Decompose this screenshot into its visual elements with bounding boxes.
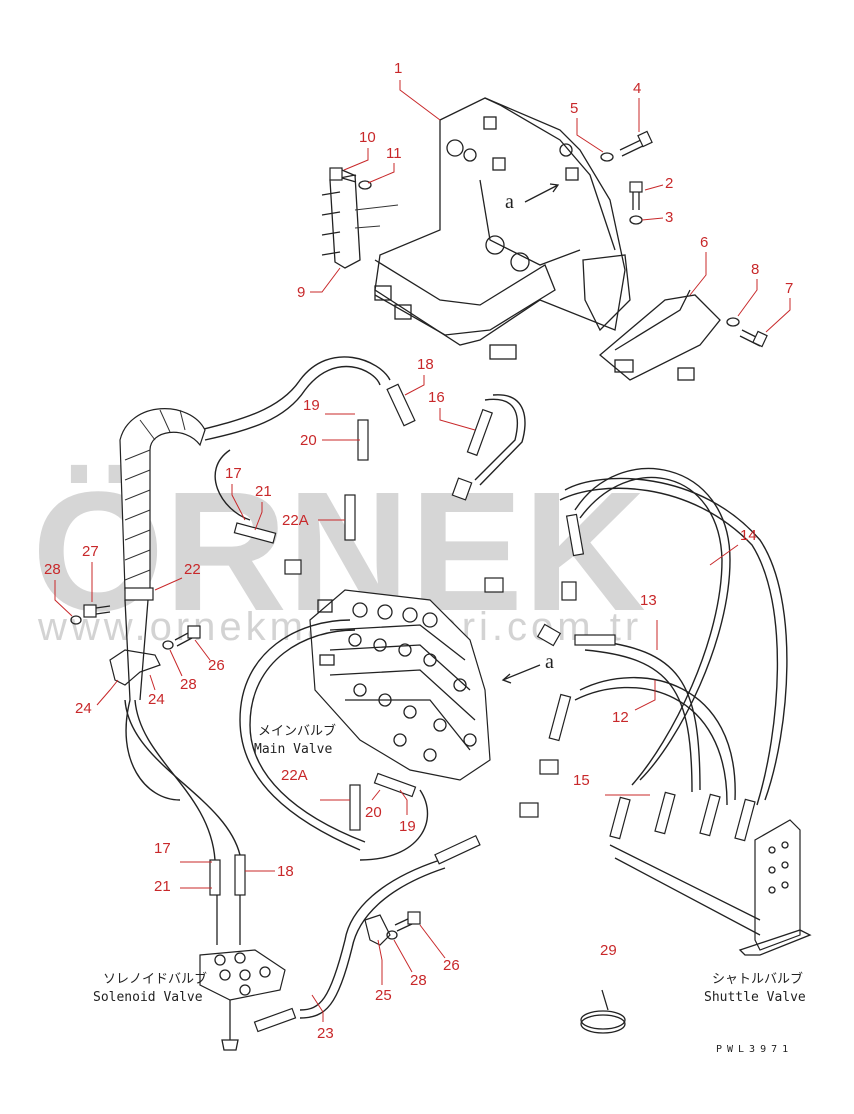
spiral-guard-22 <box>119 408 206 591</box>
bracket-plate-9 <box>321 174 399 269</box>
washer-28-left <box>70 615 82 625</box>
callout-29: 29 <box>600 942 617 959</box>
bracket-plate-6 <box>598 289 721 381</box>
callout-18-upper: 18 <box>417 356 434 373</box>
fittings <box>209 383 616 1033</box>
callout-9: 9 <box>297 284 305 301</box>
washer-5 <box>600 152 614 162</box>
callout-17-lower: 17 <box>154 840 171 857</box>
callout-24-left: 24 <box>75 700 92 717</box>
main-bracket <box>374 97 631 360</box>
clamp-25 <box>364 914 391 946</box>
callout-11: 11 <box>386 145 402 162</box>
bolt-26-lower <box>394 911 421 932</box>
callout-4: 4 <box>633 80 641 97</box>
shuttle-valve-label-en: Shuttle Valve <box>704 990 806 1005</box>
clamp-24 <box>109 587 161 701</box>
bolt-2 <box>629 181 643 210</box>
callout-19-lower: 19 <box>399 818 416 835</box>
callout-20-upper: 20 <box>300 432 317 449</box>
callout-18-lower: 18 <box>277 863 294 880</box>
bolt-4 <box>619 130 653 157</box>
callout-13: 13 <box>640 592 657 609</box>
callout-21-lower: 21 <box>154 878 171 895</box>
callout-27: 27 <box>82 543 99 560</box>
drawing-code: PWL3971 <box>716 1044 793 1055</box>
callout-28-lower: 28 <box>410 972 427 989</box>
callout-22: 22 <box>184 561 201 578</box>
callout-1: 1 <box>394 60 402 77</box>
callout-7: 7 <box>785 280 793 297</box>
washer-28-lower <box>386 930 398 940</box>
callout-21-upper: 21 <box>255 483 272 500</box>
washer-8 <box>726 317 740 327</box>
main-valve-label-en: Main Valve <box>254 742 332 757</box>
callout-26-lower: 26 <box>443 957 460 974</box>
callout-8: 8 <box>751 261 759 278</box>
main-valve-label-jp: メインバルブ <box>258 723 336 739</box>
callout-24-right: 24 <box>148 691 165 708</box>
solenoid-valve-label-jp: ソレノイドバルブ <box>103 971 207 987</box>
callout-6: 6 <box>700 234 708 251</box>
callout-26-upper: 26 <box>208 657 225 674</box>
bolt-26-upper <box>174 625 201 647</box>
shuttle-valve <box>609 791 812 956</box>
washer-11 <box>358 180 372 190</box>
reference-a-top: a <box>505 191 514 213</box>
callout-22A-upper: 22A <box>282 512 309 529</box>
reference-arrow-top <box>524 183 560 203</box>
callout-28-mid: 28 <box>180 676 197 693</box>
callout-17-upper: 17 <box>225 465 242 482</box>
bolt-10 <box>329 167 357 183</box>
callout-16: 16 <box>428 389 445 406</box>
callout-28-left: 28 <box>44 561 61 578</box>
callout-12: 12 <box>612 709 629 726</box>
washer-3 <box>629 215 643 225</box>
band-29 <box>580 989 626 1034</box>
callout-19-upper: 19 <box>303 397 320 414</box>
callout-25: 25 <box>375 987 392 1004</box>
washer-28-mid <box>162 640 174 650</box>
hoses <box>124 356 788 1019</box>
callout-3: 3 <box>665 209 673 226</box>
callout-2: 2 <box>665 175 673 192</box>
callouts: 1 2 3 4 5 6 7 8 9 10 11 12 13 14 15 16 1… <box>44 60 793 1042</box>
reference-arrow-valve <box>501 664 541 684</box>
callout-15: 15 <box>573 772 590 789</box>
callout-23: 23 <box>317 1025 334 1042</box>
main-valve <box>309 589 491 781</box>
callout-14: 14 <box>740 527 757 544</box>
callout-22A-lower: 22A <box>281 767 308 784</box>
bolt-27 <box>83 604 111 618</box>
callout-5: 5 <box>570 100 578 117</box>
shuttle-valve-label-jp: シャトルバルブ <box>712 971 803 987</box>
callout-20-lower: 20 <box>365 804 382 821</box>
bolt-7 <box>739 329 768 348</box>
solenoid-valve-label-en: Solenoid Valve <box>93 990 203 1005</box>
solenoid-valve <box>199 895 286 1051</box>
callout-10: 10 <box>359 129 376 146</box>
reference-a-valve: a <box>545 651 554 673</box>
